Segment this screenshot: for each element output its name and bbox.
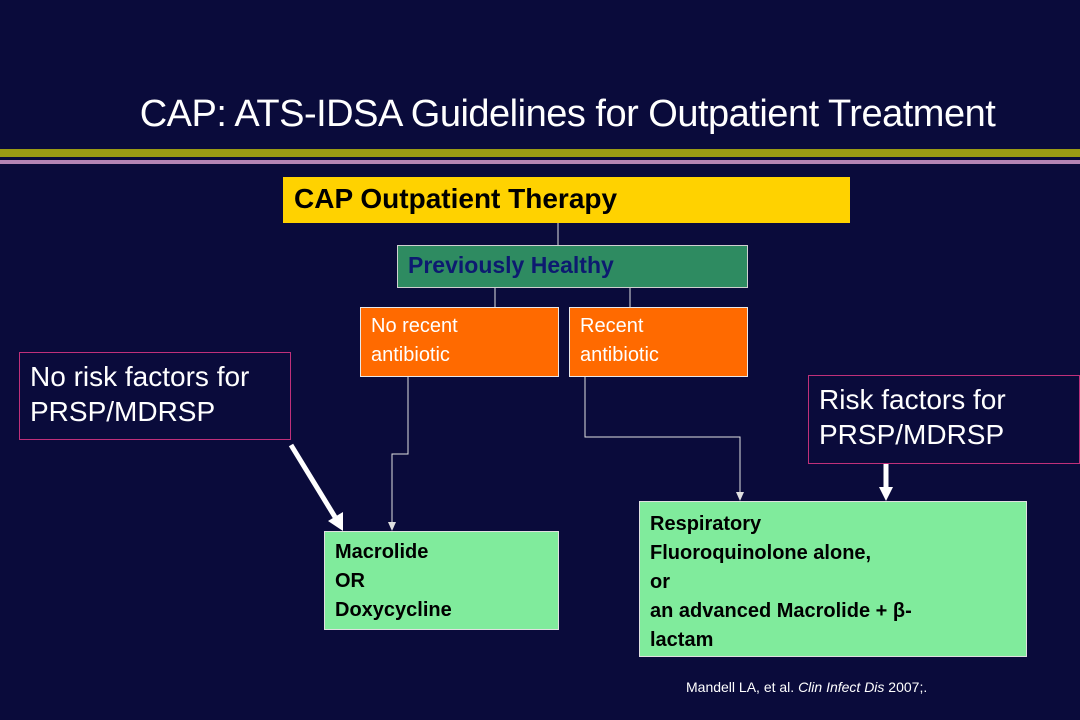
box-line: antibiotic <box>580 344 659 366</box>
no-recent-antibiotic-box: No recent antibiotic <box>360 307 559 377</box>
citation-authors: Mandell LA, et al. <box>686 679 799 695</box>
box-line: Macrolide <box>335 541 429 563</box>
box-line: Respiratory <box>650 513 762 535</box>
box-line: lactam <box>650 629 714 651</box>
title-rule-pink <box>0 160 1080 164</box>
connector-recent-respiratory <box>584 377 741 494</box>
box-line: No risk factors for <box>30 361 250 392</box>
arrow-no-risk <box>288 443 338 519</box>
box-line: an advanced Macrolide + β- <box>650 600 912 622</box>
arrowhead-respiratory <box>736 492 744 501</box>
box-line: antibiotic <box>371 344 450 366</box>
arrowhead-no-risk <box>328 512 343 531</box>
slide-title: CAP: ATS-IDSA Guidelines for Outpatient … <box>139 93 996 135</box>
previously-healthy-box: Previously Healthy <box>397 245 748 288</box>
box-line: No recent <box>371 315 458 337</box>
respiratory-fluoroquinolone-box: Respiratory Fluoroquinolone alone, or an… <box>639 501 1027 657</box>
citation: Mandell LA, et al. Clin Infect Dis 2007;… <box>686 679 927 695</box>
title-rule-olive <box>0 149 1080 157</box>
box-line: or <box>650 571 670 593</box>
box-line: Fluoroquinolone alone, <box>650 542 872 564</box>
citation-journal: Clin Infect Dis <box>798 679 885 695</box>
box-line: PRSP/MDRSP <box>819 419 1005 450</box>
box-line: Recent <box>580 315 644 337</box>
macrolide-doxycycline-box: Macrolide OR Doxycycline <box>324 531 559 630</box>
arrowhead-macrolide <box>388 522 396 531</box>
box-line: PRSP/MDRSP <box>30 396 216 427</box>
citation-year: 2007;. <box>884 679 928 695</box>
box-line: Doxycycline <box>335 599 452 621</box>
arrowhead-risk <box>879 487 893 501</box>
box-line: OR <box>335 570 365 592</box>
risk-factors-box: Risk factors for PRSP/MDRSP <box>808 375 1080 464</box>
cap-outpatient-therapy-box: CAP Outpatient Therapy <box>283 177 850 223</box>
recent-antibiotic-box: Recent antibiotic <box>569 307 748 377</box>
no-risk-factors-box: No risk factors for PRSP/MDRSP <box>19 352 291 440</box>
box-line: Risk factors for <box>819 384 1006 415</box>
connector-norecent-macrolide <box>391 377 409 524</box>
